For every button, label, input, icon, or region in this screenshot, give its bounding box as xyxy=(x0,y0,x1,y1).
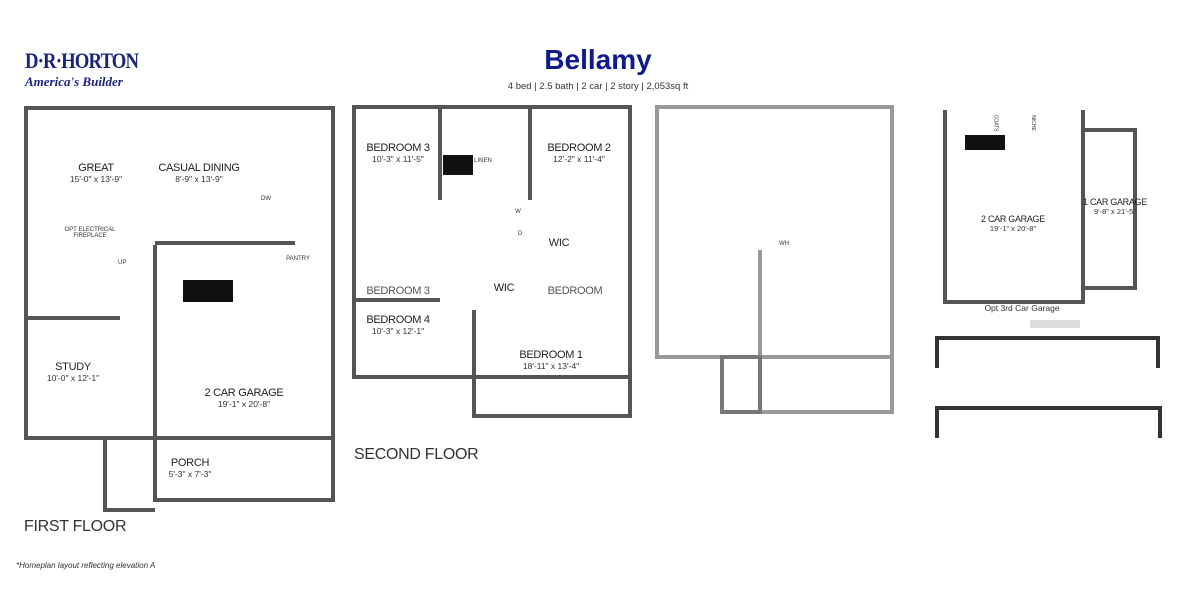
niche-label: NICHE xyxy=(1029,115,1036,131)
room-great: GREAT 15'-0" x 13'-9" xyxy=(70,162,122,184)
first-floor-label: FIRST FLOOR xyxy=(24,518,127,535)
room-dims: 8'-9" x 13'-9" xyxy=(175,174,223,184)
room-name: 2 CAR GARAGE xyxy=(981,214,1045,224)
room-dims: 10'-3" x 12'-1" xyxy=(371,326,425,336)
dr-horton-logo: D·R·HORTON America's Builder xyxy=(25,48,158,90)
room-name: BEDROOM 2 xyxy=(547,142,611,154)
second-floor-label: SECOND FLOOR xyxy=(354,446,479,463)
room-dims: 19'-1" x 20'-8" xyxy=(217,399,271,409)
wic-label: WIC xyxy=(548,237,570,249)
room-study: STUDY 10'-0" x 12'-1" xyxy=(47,361,99,383)
room-dims: 18'-11" x 13'-4" xyxy=(522,361,580,371)
plan-specs: 4 bed | 2.5 bath | 2 car | 2 story | 2,0… xyxy=(507,81,689,92)
room-bedroom-4: BEDROOM 4 10'-3" x 12'-1" xyxy=(366,314,430,336)
wic-label: WIC xyxy=(493,282,515,294)
room-bedroom-2: BEDROOM 2 12'-2" x 11'-4" xyxy=(547,142,611,164)
dishwasher-label: DW xyxy=(261,196,271,202)
room-dims: 12'-2" x 11'-4" xyxy=(553,154,605,164)
room-casual-dining: CASUAL DINING 8'-9" x 13'-9" xyxy=(158,162,240,184)
room-name: GREAT xyxy=(78,162,114,174)
linen-label: LINEN xyxy=(474,158,492,164)
room-name: 1 CAR GARAGE xyxy=(1083,197,1147,207)
room-name: BEDROOM 1 xyxy=(519,349,583,361)
first-floor-garage-walls xyxy=(153,245,335,502)
water-heater-label: WH xyxy=(779,241,789,247)
garage-option-outline xyxy=(943,110,1085,304)
room-dims: 10'-0" x 12'-1" xyxy=(46,373,100,383)
porch-option-2 xyxy=(935,406,1162,438)
plan-title: Bellamy xyxy=(544,44,652,75)
opt-3rd-car-garage-label: Opt 3rd Car Garage xyxy=(984,303,1060,313)
option-2-car-garage: 2 CAR GARAGE 19'-1" x 20'-8" xyxy=(981,214,1045,233)
ghost-bedroom-label: BEDROOM xyxy=(547,285,603,297)
first-floor-outline xyxy=(24,106,335,440)
room-dims: 5'-3" x 7'-3" xyxy=(168,469,212,479)
room-name: CASUAL DINING xyxy=(158,162,240,174)
room-porch: PORCH 5'-3" x 7'-3" xyxy=(169,457,212,479)
alt-floor-outline xyxy=(655,105,894,359)
second-floor-outline xyxy=(352,105,632,379)
footnote: *Homeplan layout reflecting elevation A xyxy=(16,561,156,570)
room-bedroom-1: BEDROOM 1 18'-11" x 13'-4" xyxy=(519,349,583,371)
room-name: BEDROOM 4 xyxy=(366,314,430,326)
room-name: BEDROOM 3 xyxy=(366,142,430,154)
dryer-label: D xyxy=(517,231,523,237)
logo-tagline: America's Builder xyxy=(25,74,123,89)
stairs-up-label: UP xyxy=(118,260,127,266)
room-dims: 15'-0" x 13'-9" xyxy=(69,174,123,184)
room-name: 2 CAR GARAGE xyxy=(204,387,284,399)
room-dims: 19'-1" x 20'-8" xyxy=(989,224,1037,233)
option-1-car-garage: 1 CAR GARAGE 9'-8" x 21'-5" xyxy=(1083,197,1147,216)
coats-label: COATS xyxy=(992,114,999,132)
logo-wordmark: D·R·HORTON xyxy=(25,48,139,73)
room-2-car-garage: 2 CAR GARAGE 19'-1" x 20'-8" xyxy=(205,387,284,409)
washer-label: W xyxy=(515,209,521,215)
pantry-label: PANTRY xyxy=(286,256,310,262)
room-name: PORCH xyxy=(170,457,210,469)
porch-option-1 xyxy=(935,336,1160,368)
ghost-bedroom-3-label: BEDROOM 3 xyxy=(366,285,430,297)
room-dims: 9'-8" x 21'-5" xyxy=(1094,207,1136,216)
room-dims: 10'-3" x 11'-5" xyxy=(372,154,424,164)
fireplace-label: OPT ELECTRICAL FIREPLACE xyxy=(64,227,116,239)
room-name: STUDY xyxy=(55,361,91,373)
room-bedroom-3: BEDROOM 3 10'-3" x 11'-5" xyxy=(366,142,430,164)
